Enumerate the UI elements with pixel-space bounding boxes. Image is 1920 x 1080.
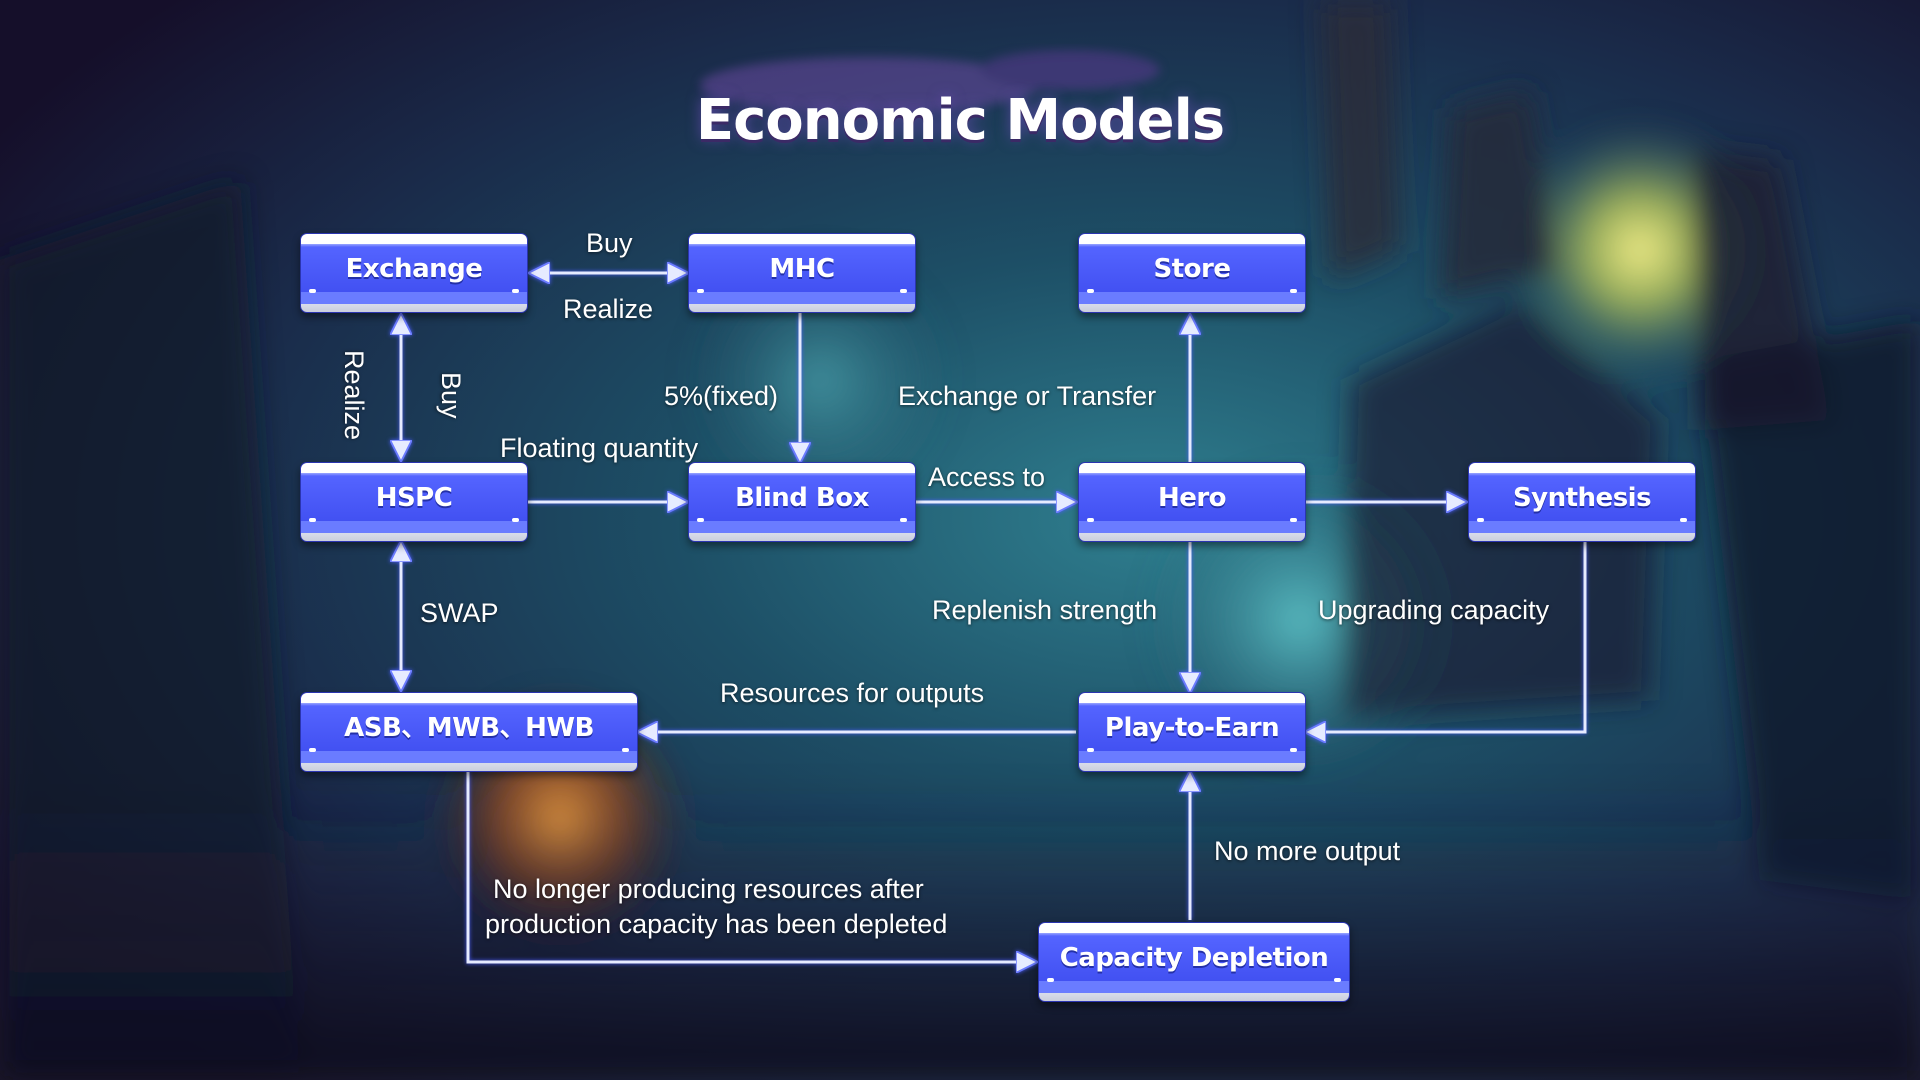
node-blind-box[interactable]: Blind Box bbox=[688, 462, 916, 542]
label-blindbox-hero: Access to bbox=[928, 462, 1046, 492]
label-mhc-blindbox: 5%(fixed) bbox=[664, 381, 779, 411]
node-mhc[interactable]: MHC bbox=[688, 233, 916, 313]
node-store[interactable]: Store bbox=[1078, 233, 1306, 313]
label-synthesis-play: Upgrading capacity bbox=[1318, 595, 1550, 625]
label-exchange-mhc-realize: Realize bbox=[563, 294, 654, 324]
label-play-resources: Resources for outputs bbox=[720, 678, 985, 708]
label-resources-depletion-line1: No longer producing resources after bbox=[493, 874, 924, 904]
label-exchange-mhc-buy: Buy bbox=[586, 228, 633, 258]
label-depletion-play: No more output bbox=[1214, 836, 1401, 866]
node-exchange[interactable]: Exchange bbox=[300, 233, 528, 313]
node-play-to-earn[interactable]: Play-to-Earn bbox=[1078, 692, 1306, 772]
label-hspc-resources: SWAP bbox=[420, 598, 499, 628]
arrow-synthesis-play bbox=[1306, 542, 1587, 732]
label-hero-play: Replenish strength bbox=[932, 595, 1158, 625]
label-hspc-blindbox: Floating quantity bbox=[500, 433, 699, 463]
node-synthesis[interactable]: Synthesis bbox=[1468, 462, 1696, 542]
node-hero[interactable]: Hero bbox=[1078, 462, 1306, 542]
label-exchange-hspc-realize: Realize bbox=[339, 350, 369, 441]
page-title: Economic Models bbox=[695, 88, 1225, 153]
label-exchange-hspc-buy: Buy bbox=[436, 372, 466, 419]
label-resources-depletion-line2: production capacity has been depleted bbox=[485, 909, 948, 939]
node-capacity-depletion[interactable]: Capacity Depletion bbox=[1038, 922, 1350, 1002]
label-hero-store: Exchange or Transfer bbox=[898, 381, 1157, 411]
node-resources[interactable]: ASB、MWB、HWB bbox=[300, 692, 638, 772]
node-hspc[interactable]: HSPC bbox=[300, 462, 528, 542]
arrow-resources-depletion bbox=[466, 772, 1036, 962]
